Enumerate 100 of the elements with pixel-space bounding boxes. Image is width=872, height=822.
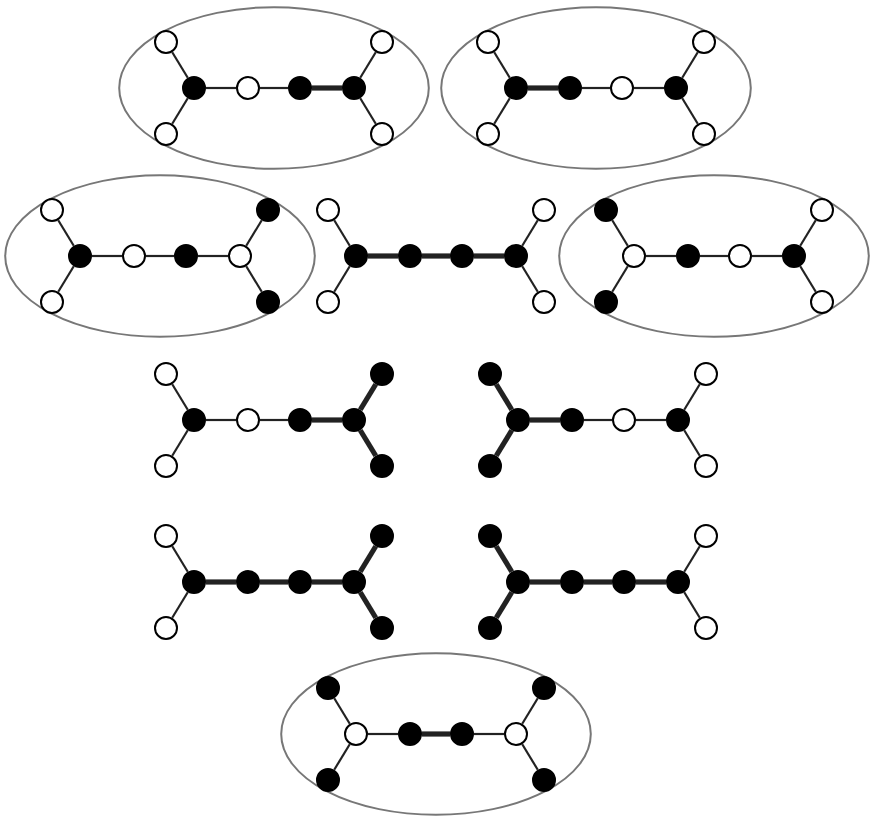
hollow-vertex [154,122,178,146]
hollow-vertex [612,408,636,432]
filled-vertex [664,76,688,100]
hollow-vertex [694,524,718,548]
edge-line [683,383,701,411]
edge-line [359,97,377,125]
filled-vertex [370,524,394,548]
edge-line [799,219,817,247]
filled-vertex [560,408,584,432]
filled-vertex [560,570,584,594]
edge-line [333,697,351,725]
edge-line [530,417,560,423]
edge-line [530,579,560,585]
edge-line [358,382,378,412]
edge-line [683,591,701,619]
edge-line [57,265,75,293]
filled-vertex [558,76,582,100]
edge-line [636,418,666,422]
edge-line [681,97,699,125]
edge-line [92,254,122,258]
filled-vertex [68,244,92,268]
filled-vertex [182,570,206,594]
edge-line [333,743,351,771]
filled-vertex [532,768,556,792]
edge-line [634,86,664,90]
hollow-vertex [504,722,528,746]
edge-line [474,253,504,259]
edge-line [700,254,728,258]
edge-line [494,590,514,620]
hollow-vertex [370,30,394,54]
edge-line [521,697,539,725]
filled-vertex [506,408,530,432]
edge-line [171,545,189,573]
filled-vertex [666,408,690,432]
filled-vertex [256,198,280,222]
hollow-vertex [622,244,646,268]
edge-line [611,265,629,293]
filled-vertex [504,76,528,100]
filled-vertex [256,290,280,314]
edge-line [683,429,701,457]
edge-line [333,219,351,247]
hollow-vertex [154,362,178,386]
edge-line [198,254,228,258]
filled-vertex [236,570,260,594]
edge-line [358,428,378,458]
filled-vertex [398,244,422,268]
edge-line [584,418,612,422]
hollow-vertex [810,198,834,222]
filled-vertex [666,570,690,594]
edge-line [521,743,539,771]
edge-line [206,579,236,585]
filled-vertex [478,362,502,386]
edge-line [260,579,288,585]
filled-vertex [676,244,700,268]
hollow-vertex [694,616,718,640]
edge-line [474,732,504,736]
filled-vertex [182,408,206,432]
hollow-vertex [344,722,368,746]
edge-line [493,51,511,79]
edge-line [582,86,610,90]
filled-vertex [288,76,312,100]
edge-line [171,51,189,79]
edge-line [171,429,189,457]
filled-vertex [316,676,340,700]
edge-line [493,97,511,125]
edge-line [521,219,539,247]
edge-line [368,253,398,259]
filled-vertex [478,524,502,548]
filled-vertex [450,244,474,268]
hollow-vertex [154,454,178,478]
edge-line [333,265,351,293]
hollow-vertex [154,616,178,640]
edge-line [368,732,398,736]
ellipse-outline [558,174,870,338]
ellipse-outline [280,652,592,816]
edge-line [57,219,75,247]
hollow-vertex [692,122,716,146]
edge-line [358,590,378,620]
filled-vertex [594,290,618,314]
hollow-vertex [236,76,260,100]
hollow-vertex [694,454,718,478]
hollow-vertex [236,408,260,432]
edge-line [494,382,514,412]
hollow-vertex [476,30,500,54]
hollow-vertex [154,30,178,54]
hollow-vertex [122,244,146,268]
filled-vertex [612,570,636,594]
filled-vertex [506,570,530,594]
filled-vertex [478,454,502,478]
hollow-vertex [532,198,556,222]
edge-line [799,265,817,293]
edge-line [521,265,539,293]
edge-line [494,428,514,458]
edge-line [611,219,629,247]
hollow-vertex [728,244,752,268]
hollow-vertex [40,198,64,222]
hollow-vertex [40,290,64,314]
filled-vertex [174,244,198,268]
edge-line [312,579,342,585]
edge-line [494,544,514,574]
